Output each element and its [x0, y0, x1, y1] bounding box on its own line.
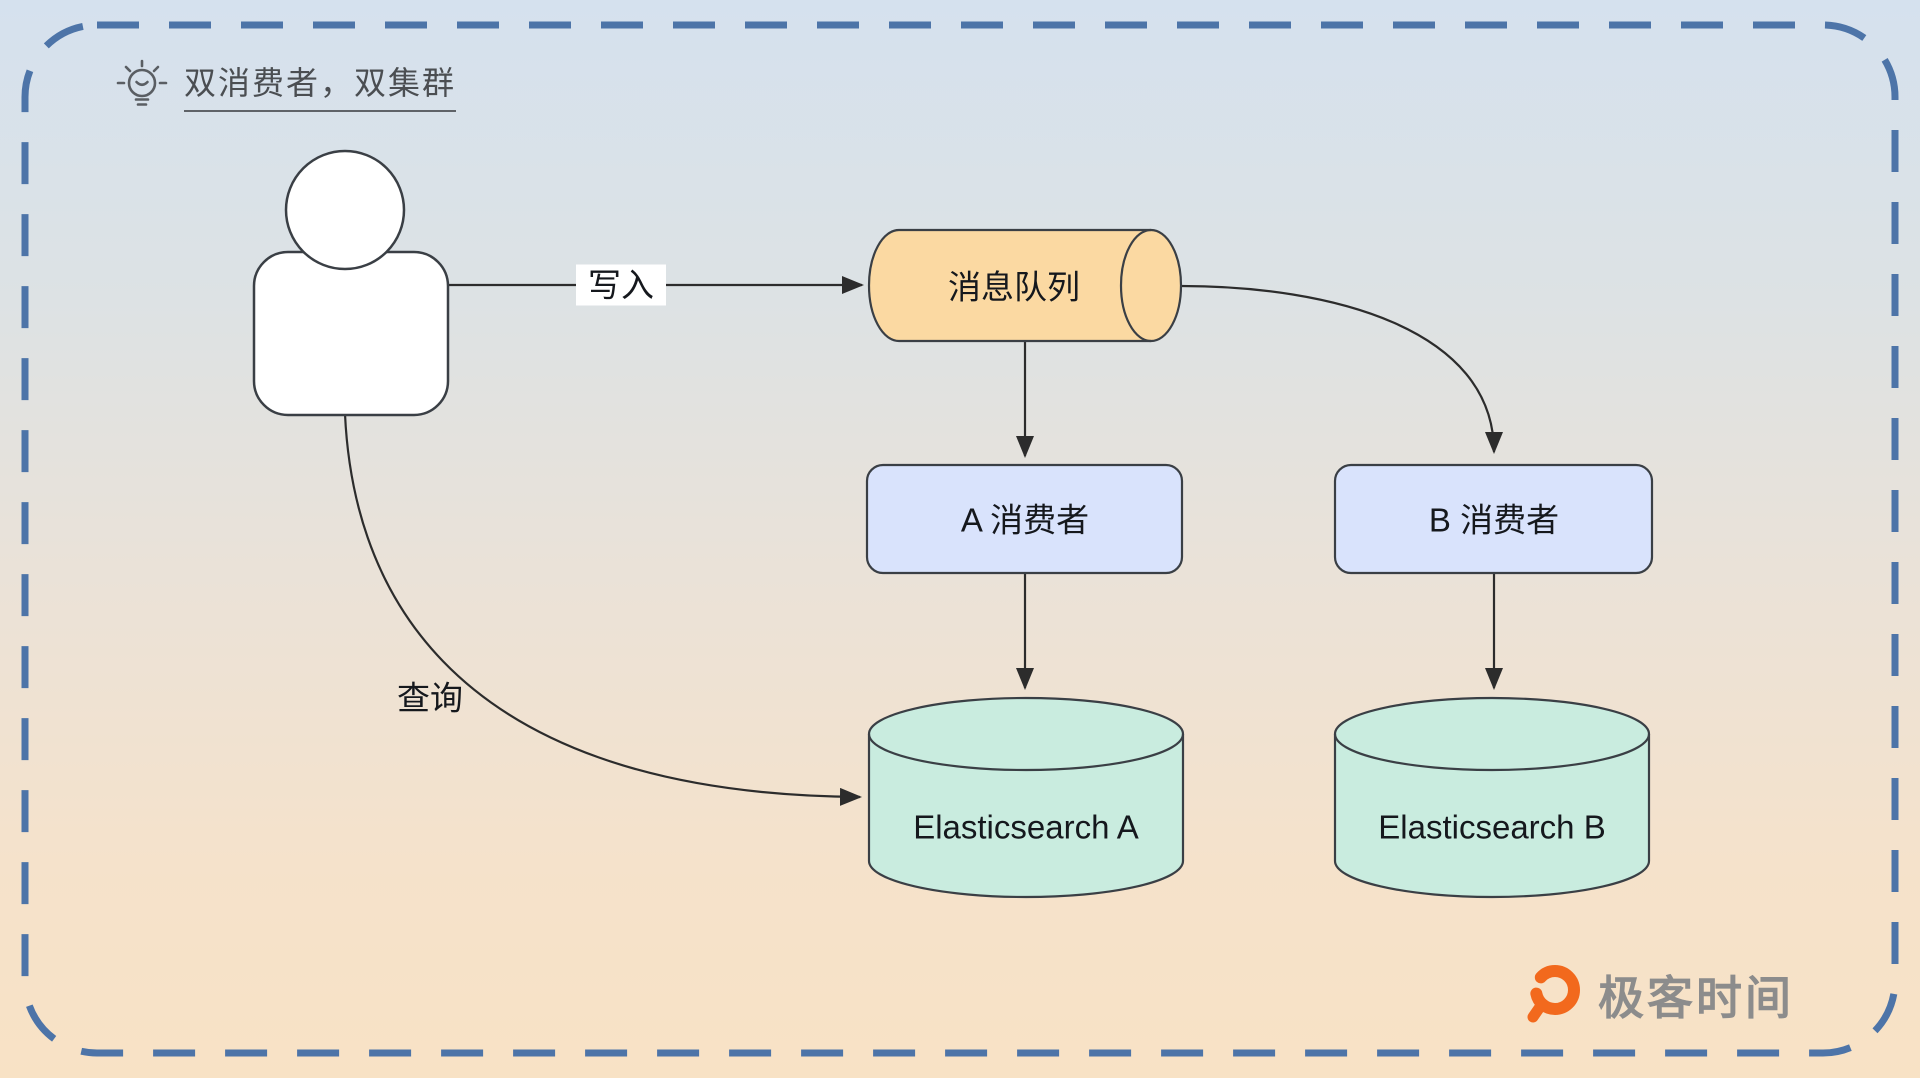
queue-to-consumer-b-arrow — [1180, 284, 1503, 454]
user-head — [284, 149, 406, 271]
title: 双消费者，双集群 — [116, 58, 457, 112]
es-b-rim — [1333, 733, 1651, 772]
write-edge-label: 写入 — [576, 264, 666, 306]
es-b-label: Elasticsearch B — [1378, 808, 1606, 846]
consumer-b-label: B 消费者 — [1428, 501, 1560, 539]
es-a-body — [867, 696, 1185, 899]
consumer-a-box — [865, 463, 1184, 575]
title-text: 双消费者，双集群 — [184, 58, 457, 112]
geektime-logo: 极客时间 — [1524, 962, 1794, 1028]
user-icon — [252, 149, 450, 417]
dashed-border — [21, 21, 1899, 1057]
geektime-logo-icon — [1527, 965, 1580, 1023]
consumer-a-label: A 消费者 — [960, 501, 1090, 539]
es-a-label: Elasticsearch A — [913, 808, 1139, 846]
message-queue-cylinder — [867, 228, 1183, 343]
message-queue-rim — [1119, 228, 1152, 343]
es-a-rim — [867, 733, 1185, 772]
lightbulb-icon — [116, 59, 168, 106]
query-edge-label: 查询 — [397, 679, 463, 717]
query-arrow — [343, 413, 862, 806]
es-b-cylinder — [1333, 696, 1651, 899]
queue-label: 消息队列 — [948, 268, 1080, 306]
geektime-logo-text: 极客时间 — [1598, 972, 1794, 1024]
es-a-cylinder — [867, 696, 1185, 899]
es-b-body — [1333, 696, 1651, 899]
user-body — [252, 250, 450, 417]
consumer-b-box — [1333, 463, 1654, 575]
